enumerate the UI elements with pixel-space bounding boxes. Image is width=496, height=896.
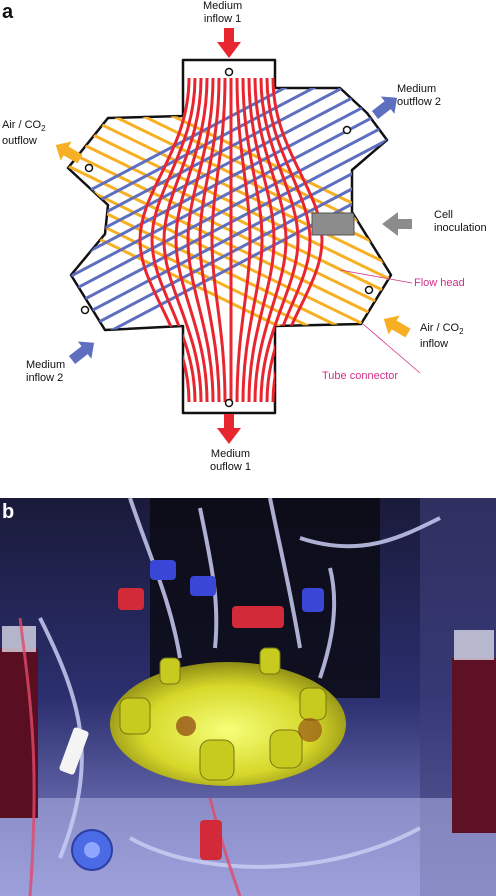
cell-inoculation-label: Cell inoculation — [434, 209, 487, 234]
red-connectors — [118, 588, 284, 860]
tube-connector-leader — [362, 323, 421, 374]
medium-inflow-1-arrow — [217, 28, 241, 58]
air-co2-inflow-arrow — [383, 315, 411, 338]
cell-inoculation-arrow — [382, 212, 412, 236]
bioreactor-diagram — [55, 28, 421, 444]
flow-head-ports — [119, 647, 327, 781]
medium-inflow-2-arrow — [68, 341, 95, 364]
medium-inflow-2-label: Medium inflow 2 — [26, 359, 66, 384]
blue-connectors — [150, 560, 324, 612]
medium-bottle-right — [452, 630, 496, 833]
panel-b-letter: b — [2, 501, 15, 523]
bioreactor-photo — [0, 498, 496, 896]
cell-inoculation-port — [311, 212, 355, 236]
air-co2-outflow-arrow — [55, 141, 83, 164]
medium-outflow-2-label: Medium outflow 2 — [397, 83, 442, 108]
tube-connector-label: Tube connector — [322, 370, 399, 382]
flow-head-leader — [339, 269, 413, 284]
panel-a-letter: a — [2, 1, 14, 23]
panel-a-schematic: a — [2, 0, 487, 473]
air-co2-inflow-label: Air / CO2 inflow — [420, 322, 464, 351]
panel-b-photo: b — [0, 498, 496, 896]
medium-outflow-2-arrow — [371, 96, 398, 119]
mounting-holes — [80, 67, 374, 408]
tubing — [38, 498, 441, 869]
air-co2-outflow-label: Air / CO2 outflow — [2, 119, 46, 148]
medium-outflow-1-label: Medium ouflow 1 — [210, 448, 251, 473]
medium-outflow-1-arrow — [217, 414, 241, 444]
medium-inflow-1-label: Medium inflow 1 — [203, 0, 243, 25]
tube-clamp — [59, 727, 89, 775]
flow-head-label: Flow head — [414, 277, 465, 289]
